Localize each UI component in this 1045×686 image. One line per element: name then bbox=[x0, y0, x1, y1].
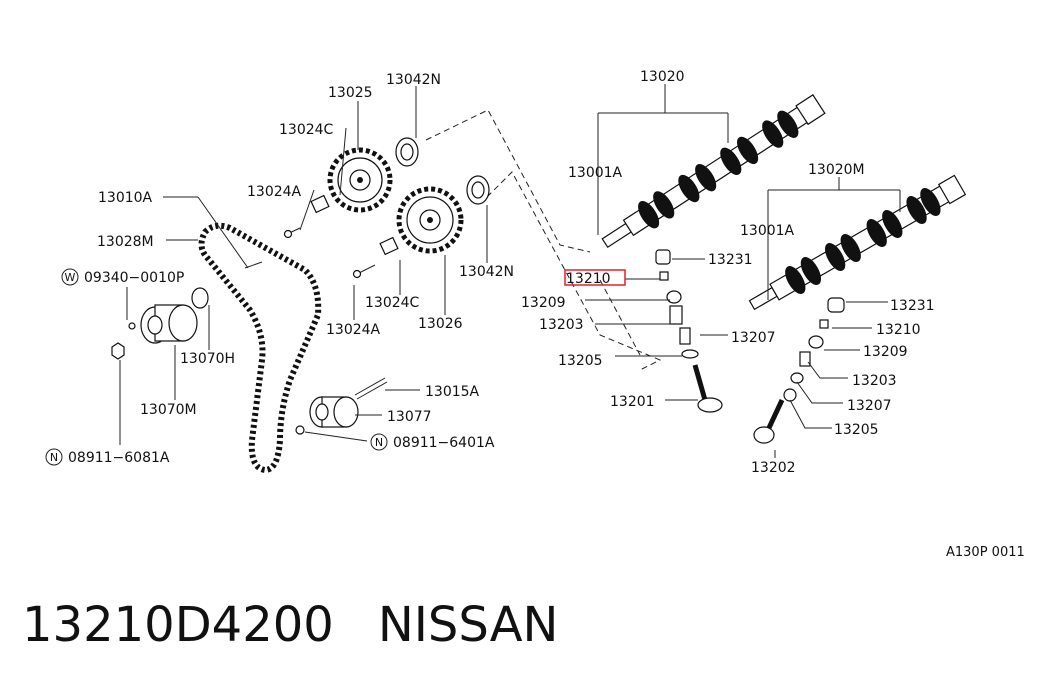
figure-code: A130P 0011 bbox=[946, 545, 1025, 560]
bolts-and-brackets bbox=[283, 194, 399, 279]
svg-text:N: N bbox=[375, 436, 383, 449]
cam-pulley-13025 bbox=[327, 147, 393, 213]
idler-pulley-13070M bbox=[111, 287, 209, 360]
part-labels: 13020 13001A 13020M 13001A 13231 13210 1… bbox=[68, 69, 935, 476]
oil-seal-13042N-mid bbox=[466, 175, 490, 205]
label-13024A-top: 13024A bbox=[247, 184, 302, 200]
svg-text:N: N bbox=[50, 451, 58, 464]
label-13205-right: 13205 bbox=[834, 422, 879, 438]
cam-pulley-13026 bbox=[396, 186, 464, 254]
label-13202: 13202 bbox=[751, 460, 796, 476]
label-13042N-top: 13042N bbox=[386, 72, 441, 88]
label-13024C-top: 13024C bbox=[279, 122, 334, 138]
label-13077: 13077 bbox=[387, 409, 432, 425]
label-13205-left: 13205 bbox=[558, 353, 603, 369]
label-13207-right: 13207 bbox=[847, 398, 892, 414]
label-13209-left: 13209 bbox=[521, 295, 566, 311]
label-13203-right: 13203 bbox=[852, 373, 897, 389]
label-13010A: 13010A bbox=[98, 190, 153, 206]
svg-text:W: W bbox=[65, 271, 76, 284]
camshaft-13020M bbox=[748, 174, 967, 311]
nut-symbol-6401A: N bbox=[370, 433, 388, 451]
label-13207-left: 13207 bbox=[731, 330, 776, 346]
label-08911-6401A: 08911−6401A bbox=[393, 435, 495, 451]
label-13070M: 13070M bbox=[140, 402, 197, 418]
label-13024C-mid: 13024C bbox=[365, 295, 420, 311]
label-13025: 13025 bbox=[328, 85, 373, 101]
label-13210-right: 13210 bbox=[876, 322, 921, 338]
label-13231-right: 13231 bbox=[890, 298, 935, 314]
label-13026: 13026 bbox=[418, 316, 463, 332]
label-13001A-right: 13001A bbox=[740, 223, 795, 239]
label-13231-left: 13231 bbox=[708, 252, 753, 268]
leader-lines bbox=[119, 84, 901, 458]
label-13070H: 13070H bbox=[180, 351, 235, 367]
washer-symbol: W bbox=[61, 268, 79, 286]
label-13020: 13020 bbox=[640, 69, 685, 85]
label-13020M: 13020M bbox=[808, 162, 865, 178]
label-13001A-left: 13001A bbox=[568, 165, 623, 181]
label-13209-right: 13209 bbox=[863, 344, 908, 360]
timing-dashed-outline bbox=[425, 109, 662, 371]
part-number: 13210D4200 bbox=[22, 597, 334, 653]
tensioner-13077 bbox=[295, 377, 388, 435]
valve-train-left bbox=[655, 249, 723, 413]
label-13024A-mid: 13024A bbox=[326, 322, 381, 338]
highlight-box-13210 bbox=[564, 269, 626, 286]
nut-symbol-6081A: N bbox=[45, 448, 63, 466]
label-13201: 13201 bbox=[610, 394, 655, 410]
label-13203-left: 13203 bbox=[539, 317, 584, 333]
label-13015A: 13015A bbox=[425, 384, 480, 400]
valve-train-right bbox=[753, 297, 845, 444]
brand-name: NISSAN bbox=[377, 597, 559, 653]
oil-seal-13042N-top bbox=[395, 137, 419, 167]
page-title: 13210D4200 NISSAN bbox=[22, 597, 558, 653]
camshaft-13020 bbox=[601, 94, 826, 249]
label-13210-left: 13210 bbox=[566, 271, 611, 287]
label-13028M: 13028M bbox=[97, 234, 154, 250]
label-09340-0010P: 09340−0010P bbox=[84, 270, 184, 286]
label-13042N-mid: 13042N bbox=[459, 264, 514, 280]
label-08911-6081A: 08911−6081A bbox=[68, 450, 170, 466]
